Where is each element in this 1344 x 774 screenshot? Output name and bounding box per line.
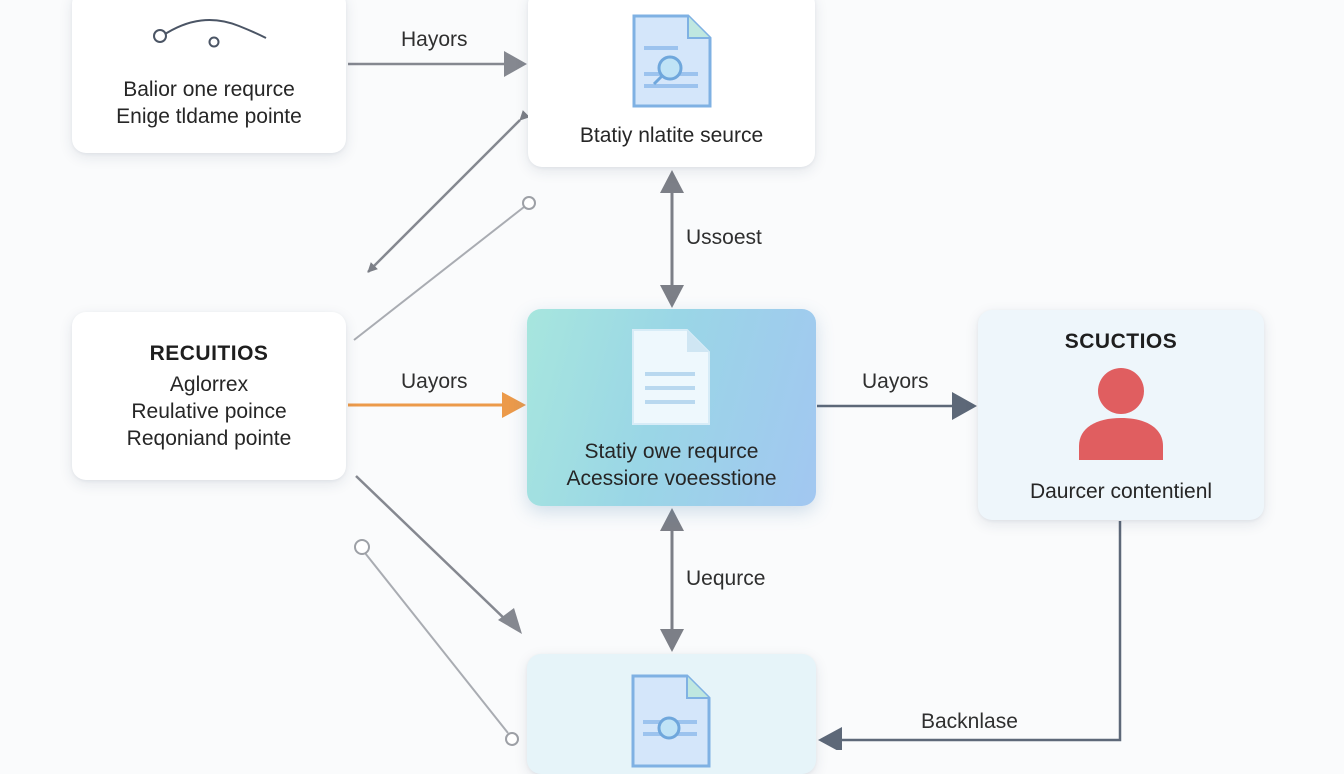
node-recuitios-line-2: Reulative poince [131,400,287,423]
arrow-uayors-orange [348,392,526,418]
edge-label-uayors-right: Uayors [862,370,929,393]
node-balior-line-2: Enige tldame pointe [116,105,302,128]
node-bottom [527,654,816,774]
edge-label-uayors-left: Uayors [401,370,468,393]
curve-graph-icon [153,19,267,48]
arrow-hayors [348,51,527,77]
connector-knob-lower [354,539,519,746]
arrow-uequrce [660,508,684,652]
arrow-backnlase [818,521,1122,750]
arrow-recuitios-to-bottom [355,475,522,634]
node-staty-line-1: Statiy owe requrce [584,440,759,463]
edge-label-ussoest: Ussoest [686,226,762,249]
arrow-ussoest [660,170,684,308]
node-recuitios: RECUITIOS Aglorrex Reulative poince Reqo… [72,312,346,480]
node-balior: Balior one requrce Enige tldame pointe [72,0,346,153]
node-recuitios-line-3: Reqoniand pointe [126,427,292,450]
person-icon [1079,368,1163,460]
node-recuitios-line-1: Aglorrex [169,373,249,396]
node-recuitios-title: RECUITIOS [149,342,269,365]
node-batiy: Btatiy nlatite seurce [528,0,815,167]
node-batiy-caption: Btatiy nlatite seurce [579,124,764,147]
node-staty-line-2: Acessiore voeesstione [566,467,777,490]
connector-layer [348,51,1122,750]
edge-label-hayors: Hayors [401,28,468,51]
node-scuctios: SCUCTIOS Daurcer contentienl [978,310,1264,520]
document-icon [632,329,710,425]
document-search-icon [631,674,711,768]
arrow-uayors-slate [817,392,977,420]
arrow-batiy-to-recuitios [367,110,530,273]
document-search-icon [632,14,712,108]
node-scuctios-title: SCUCTIOS [1064,330,1178,353]
edge-label-backnlase: Backnlase [921,710,1018,733]
node-scuctios-caption: Daurcer contentienl [1029,480,1213,503]
edge-label-uequrce: Uequrce [686,567,766,590]
node-balior-line-1: Balior one requrce [123,78,295,101]
node-staty: Statiy owe requrce Acessiore voeesstione [527,309,816,506]
connector-knob-upper [353,196,536,341]
